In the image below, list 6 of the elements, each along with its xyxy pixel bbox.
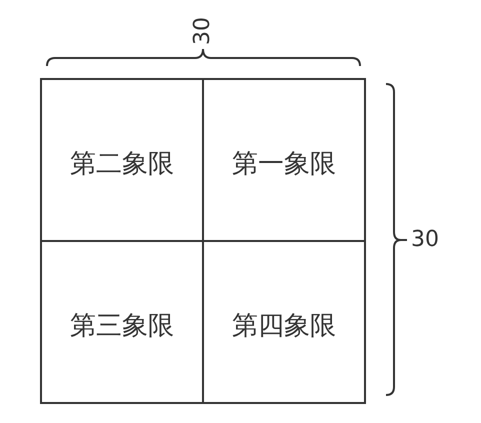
dimension-label: 30 [411, 229, 439, 251]
quadrant-box: 第二象限 [40, 78, 204, 242]
dimension-label: 30 [192, 17, 214, 45]
quadrant-box: 第四象限 [202, 240, 366, 404]
quadrant-box: 第三象限 [40, 240, 204, 404]
quadrant-box: 第一象限 [202, 78, 366, 242]
